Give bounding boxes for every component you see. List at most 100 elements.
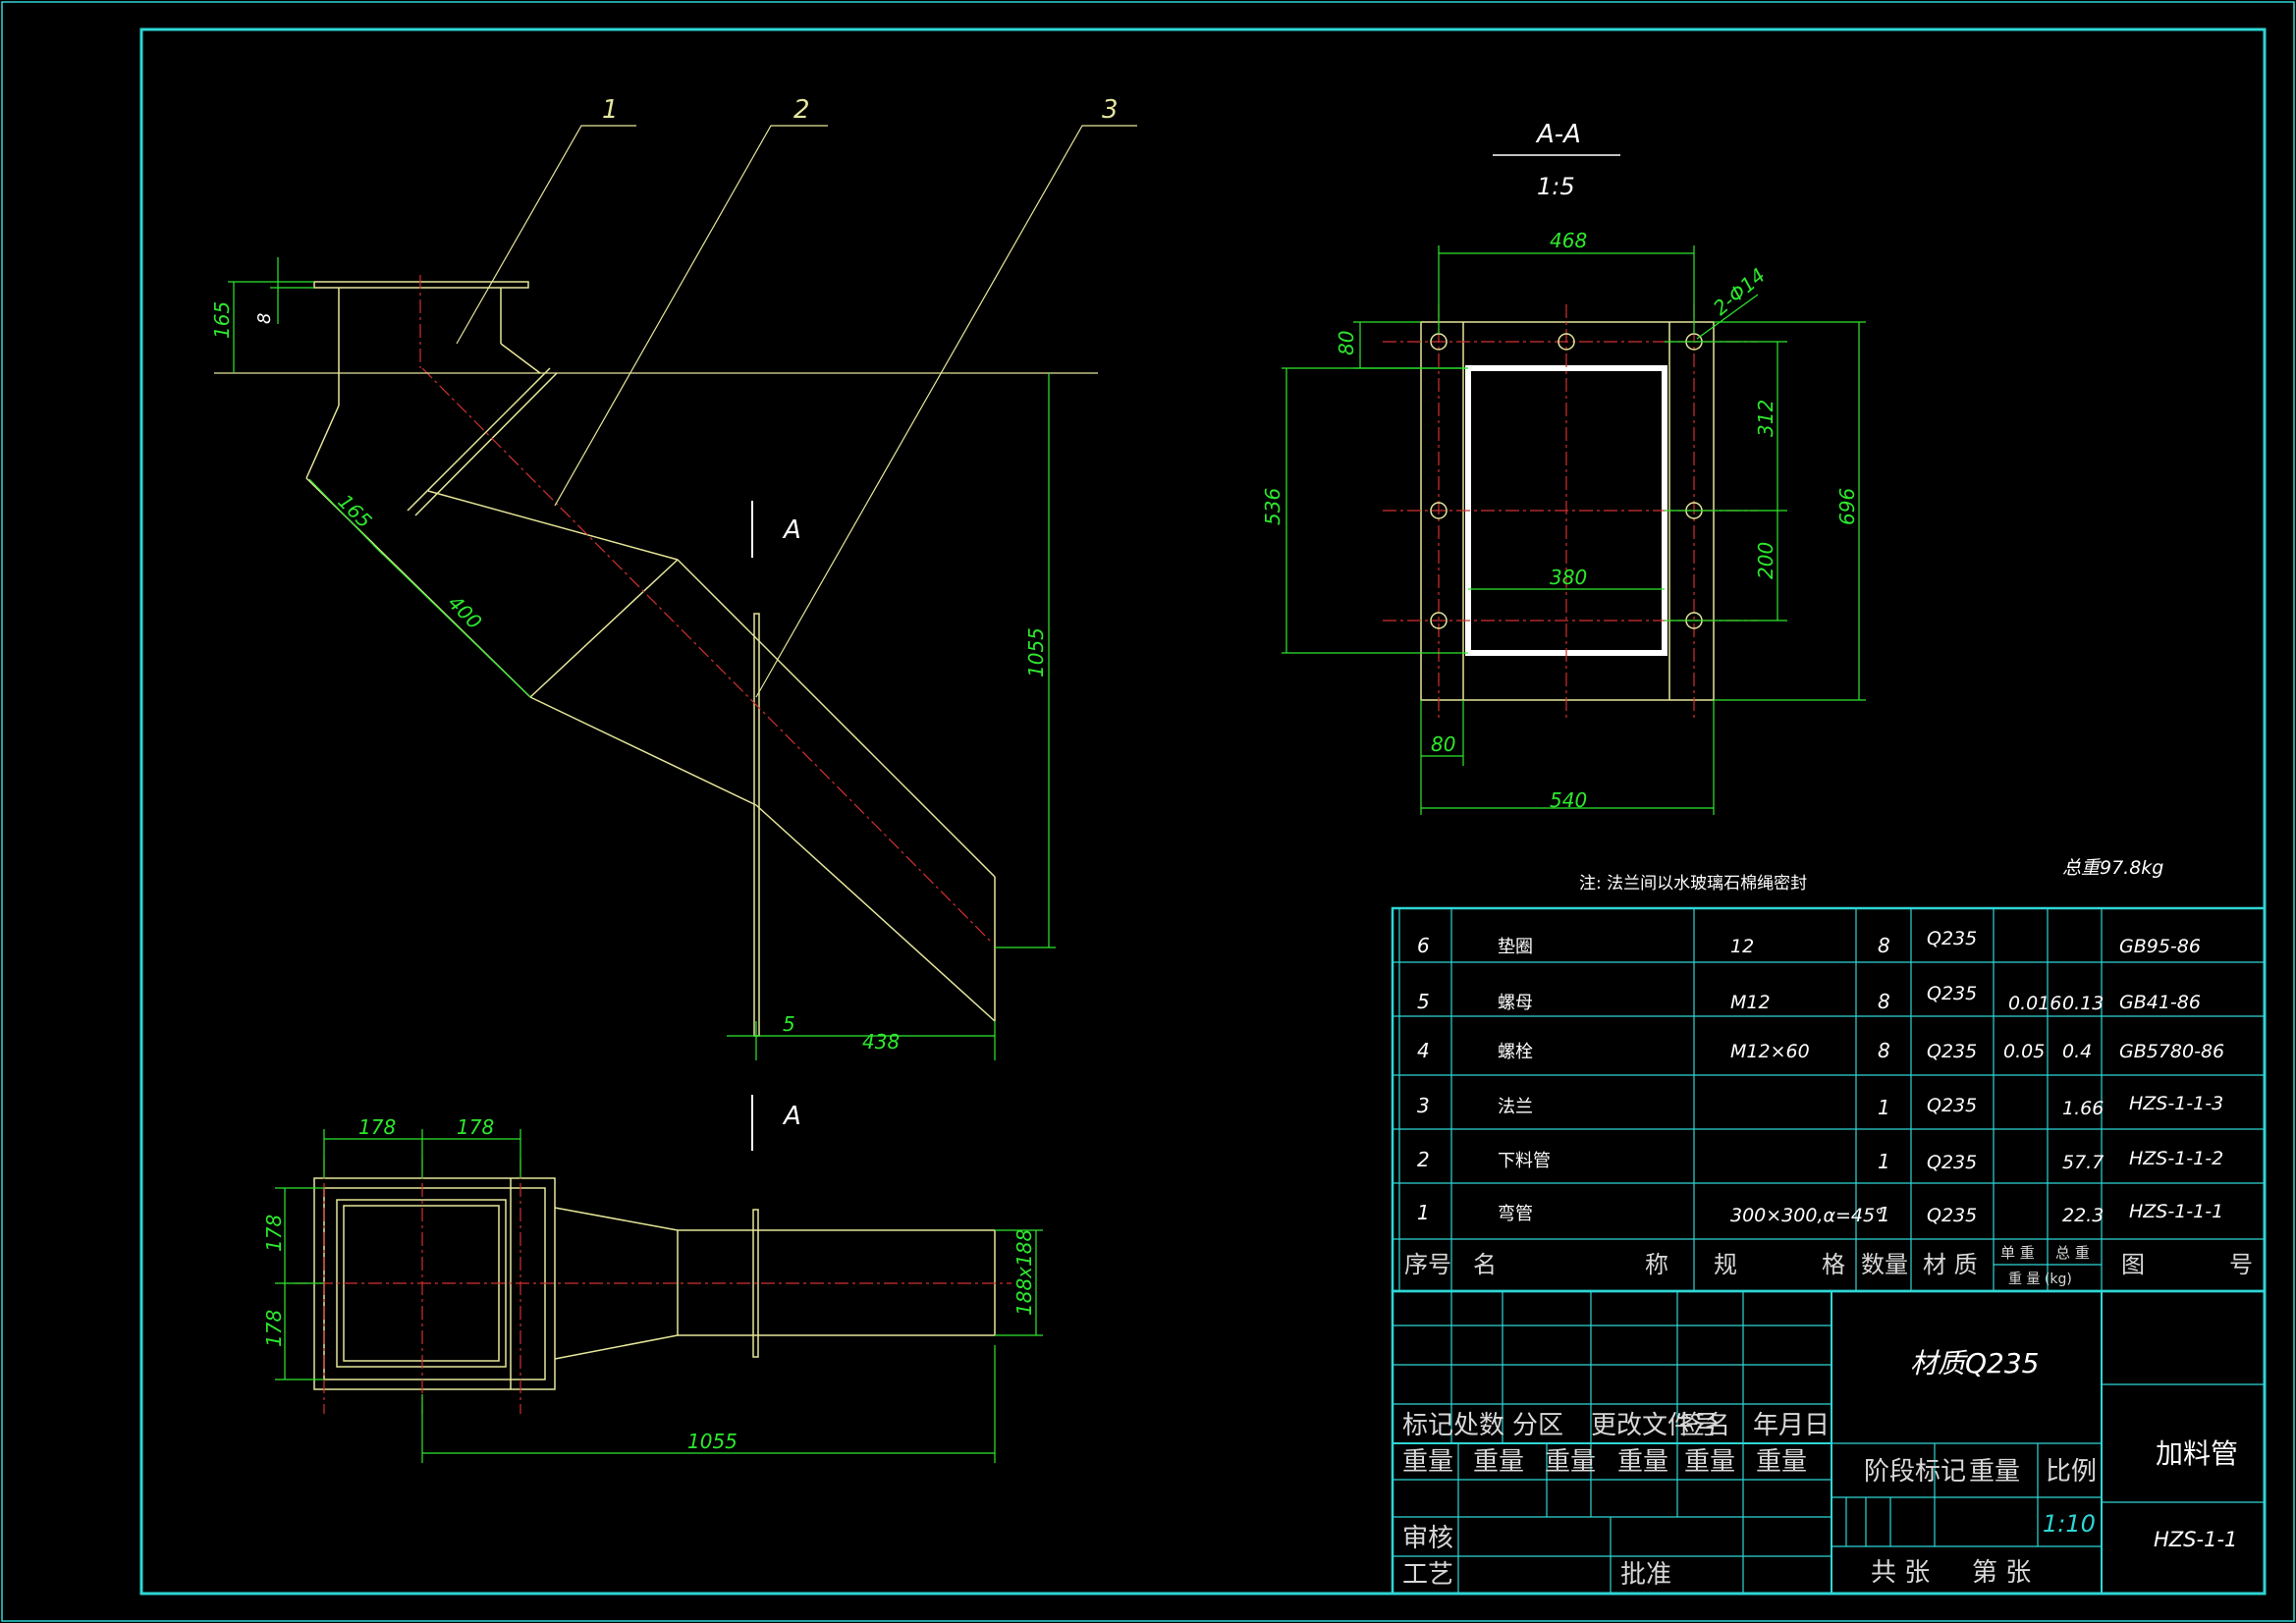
svg-text:重量: 重量 [1684, 1447, 1735, 1477]
svg-text:12: 12 [1730, 936, 1754, 957]
svg-text:称: 称 [1645, 1251, 1668, 1278]
svg-text:HZS-1-1-2: HZS-1-1-2 [2129, 1148, 2223, 1169]
drawing-frame [139, 27, 2267, 1596]
section-mark-bottom: A [782, 1102, 801, 1131]
sheet-number: 第 张 [1972, 1558, 2031, 1588]
dim-188x188: 188x188 [1012, 1229, 1036, 1316]
dim-80-bottom: 80 [1431, 732, 1455, 756]
svg-text:图: 图 [2121, 1251, 2145, 1278]
svg-text:螺母: 螺母 [1498, 993, 1533, 1013]
svg-text:5: 5 [1417, 990, 1430, 1013]
section-mark-top: A [782, 515, 801, 545]
svg-text:重量: 重量 [1402, 1447, 1453, 1477]
table-row: 3 法兰 1 Q235 1.66 HZS-1-1-3 [1417, 1093, 2223, 1119]
svg-text:材 质: 材 质 [1923, 1251, 1978, 1278]
dim-468: 468 [1550, 229, 1587, 252]
svg-text:法兰: 法兰 [1498, 1097, 1533, 1117]
dim-178-b: 178 [457, 1115, 494, 1139]
svg-text:M12: M12 [1730, 992, 1771, 1013]
drawing-code: HZS-1-1 [2154, 1528, 2237, 1551]
drawing-name: 加料管 [2156, 1437, 2238, 1470]
svg-text:GB95-86: GB95-86 [2119, 936, 2201, 957]
dim-536: 536 [1261, 488, 1285, 525]
svg-text:2: 2 [1417, 1148, 1430, 1171]
leader-3-label: 3 [1102, 95, 1119, 125]
elevation-dim-lines [228, 257, 1056, 1060]
svg-text:Q235: Q235 [1927, 928, 1977, 949]
svg-text:HZS-1-1-1: HZS-1-1-1 [2129, 1201, 2223, 1222]
scale-value: 1:10 [2043, 1510, 2096, 1538]
dim-1055-vertical: 1055 [1024, 627, 1048, 677]
dim-165-vertical: 165 [210, 301, 234, 339]
dim-400: 400 [443, 591, 486, 634]
svg-text:0.13: 0.13 [2062, 993, 2104, 1014]
svg-text:GB5780-86: GB5780-86 [2119, 1041, 2224, 1062]
svg-text:300×300,α=45°: 300×300,α=45° [1730, 1205, 1885, 1226]
process-label: 工艺 [1402, 1560, 1453, 1590]
section-scale: 1:5 [1537, 173, 1575, 200]
svg-text:Q235: Q235 [1927, 1205, 1977, 1226]
svg-text:签名: 签名 [1679, 1411, 1730, 1440]
sheets-total: 共 张 [1871, 1558, 1930, 1588]
review-label: 审核 [1402, 1524, 1453, 1553]
svg-text:重量: 重量 [1545, 1447, 1596, 1477]
table-row: 5 螺母 M12 8 Q235 0.016 0.13 GB41-86 [1417, 983, 2201, 1014]
svg-text:1: 1 [1417, 1201, 1430, 1224]
svg-text:Q235: Q235 [1927, 1095, 1977, 1116]
dim-165-angled: 165 [333, 490, 376, 533]
dim-312: 312 [1754, 400, 1777, 437]
svg-text:1: 1 [1878, 1096, 1890, 1119]
dim-178-d: 178 [262, 1310, 286, 1347]
svg-text:分区: 分区 [1512, 1411, 1563, 1440]
dim-438: 438 [862, 1030, 900, 1054]
title-block-grid [1391, 1289, 2267, 1596]
svg-text:22.3: 22.3 [2062, 1205, 2104, 1226]
dim-380: 380 [1550, 566, 1587, 589]
leader-1-label: 1 [602, 95, 619, 125]
section-dim-lines [1282, 245, 1866, 815]
ratio-label: 比例 [2046, 1457, 2097, 1487]
svg-text:标记: 标记 [1402, 1411, 1453, 1440]
flange-section [1383, 304, 1758, 722]
svg-text:下料管: 下料管 [1498, 1151, 1551, 1171]
svg-text:1: 1 [1878, 1203, 1890, 1226]
svg-text:M12×60: M12×60 [1730, 1041, 1810, 1062]
dim-200: 200 [1754, 542, 1777, 579]
section-title: A-A [1535, 120, 1581, 149]
dim-178-c: 178 [262, 1215, 286, 1252]
svg-text:6: 6 [1417, 934, 1430, 957]
total-weight: 总重97.8kg [2062, 857, 2163, 879]
svg-text:3: 3 [1417, 1094, 1430, 1117]
svg-text:8: 8 [1878, 1039, 1890, 1062]
table-header: 序号 名 称 规 格 数量 材 质 单 重 总 重 重 量 (kg) 图 号 [1404, 1244, 2253, 1287]
svg-text:Q235: Q235 [1927, 1041, 1977, 1062]
leader-2-label: 2 [793, 95, 810, 125]
svg-text:垫圈: 垫圈 [1498, 937, 1533, 957]
svg-text:更改文件号: 更改文件号 [1591, 1411, 1719, 1440]
weight-row-labels: 重量 重量 重量 重量 重量 重量 [1402, 1447, 1807, 1477]
revision-labels: 标记 处数 分区 更改文件号 签名 年月日 [1402, 1411, 1830, 1440]
svg-text:1.66: 1.66 [2062, 1098, 2104, 1119]
svg-text:序号: 序号 [1404, 1251, 1451, 1278]
dim-1055-horizontal: 1055 [687, 1430, 738, 1453]
dim-holes: 2-Φ14 [1709, 263, 1770, 320]
svg-text:数量: 数量 [1861, 1251, 1908, 1278]
svg-text:重 量 (kg): 重 量 (kg) [2008, 1271, 2072, 1287]
svg-text:4: 4 [1417, 1039, 1430, 1062]
elevation-centerlines [419, 275, 993, 944]
dim-8: 8 [254, 313, 275, 324]
svg-text:0.016: 0.016 [2008, 993, 2061, 1014]
dim-540: 540 [1550, 788, 1587, 812]
svg-text:螺栓: 螺栓 [1498, 1042, 1533, 1062]
plan-dim-lines [275, 1129, 1043, 1463]
table-row: 2 下料管 1 Q235 57.7 HZS-1-1-2 [1417, 1148, 2223, 1173]
weight-label: 重量 [1969, 1457, 2020, 1487]
svg-text:名: 名 [1473, 1251, 1497, 1278]
table-row: 4 螺栓 M12×60 8 Q235 0.05 0.4 GB5780-86 [1417, 1039, 2224, 1062]
svg-text:重量: 重量 [1473, 1447, 1524, 1477]
dim-5: 5 [783, 1012, 795, 1036]
svg-text:1: 1 [1878, 1150, 1890, 1173]
svg-text:Q235: Q235 [1927, 983, 1977, 1004]
svg-text:格: 格 [1822, 1251, 1845, 1278]
svg-text:57.7: 57.7 [2062, 1152, 2104, 1173]
